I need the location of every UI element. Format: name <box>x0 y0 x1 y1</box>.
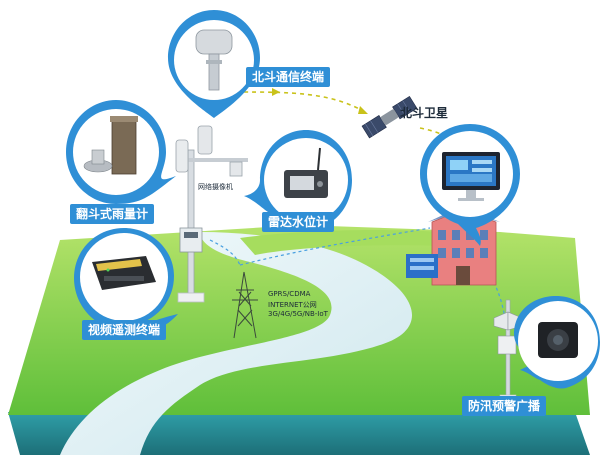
far-hill <box>240 230 440 255</box>
label-flood-broadcast: 防汛预警广播 <box>462 396 547 416</box>
radar-gauge-device <box>284 147 328 198</box>
satellite <box>361 95 418 139</box>
callout-beidou-terminal <box>168 10 260 118</box>
network-line-3: 3G/4G/5G/NB-IoT <box>268 310 328 318</box>
beidou-antenna-device <box>195 29 233 91</box>
mini-camera <box>229 161 243 177</box>
callout-video-terminal <box>74 228 178 331</box>
mini-cabinet <box>179 227 203 253</box>
label-beidou-satellite: 北斗卫星 <box>400 106 449 120</box>
roadside-sign <box>406 254 438 278</box>
label-radar-water-gauge: 雷达水位计 <box>262 212 335 232</box>
monitor-device <box>442 152 500 201</box>
monitoring-pole <box>175 125 248 303</box>
callout-rain-gauge <box>66 100 176 204</box>
callout-radar-gauge <box>244 130 352 230</box>
callout-broadcast <box>514 296 600 389</box>
callout-monitor <box>420 124 520 246</box>
link-tower-to-building <box>239 227 431 266</box>
speaker-device <box>538 322 578 358</box>
river <box>60 232 413 455</box>
network-line-1: GPRS/CDMA <box>268 290 311 298</box>
transmission-tower <box>232 271 258 339</box>
pole-base <box>177 292 205 303</box>
arrow-terminal-to-satellite <box>235 91 366 113</box>
network-line-2: INTERNET公网 <box>268 301 317 309</box>
label-network-camera: 网络摄像机 <box>198 183 233 191</box>
cross-arm <box>186 158 248 162</box>
link-terminal-to-tower <box>209 239 241 266</box>
rain-gauge-device <box>83 116 138 175</box>
mini-antenna <box>197 125 213 155</box>
label-beidou-terminal: 北斗通信终端 <box>246 67 331 87</box>
mini-rain-gauge <box>175 139 189 173</box>
label-video-terminal: 视频遥测终端 <box>82 320 167 340</box>
rtu-device <box>92 256 156 290</box>
label-rain-gauge: 翻斗式雨量计 <box>70 204 155 224</box>
